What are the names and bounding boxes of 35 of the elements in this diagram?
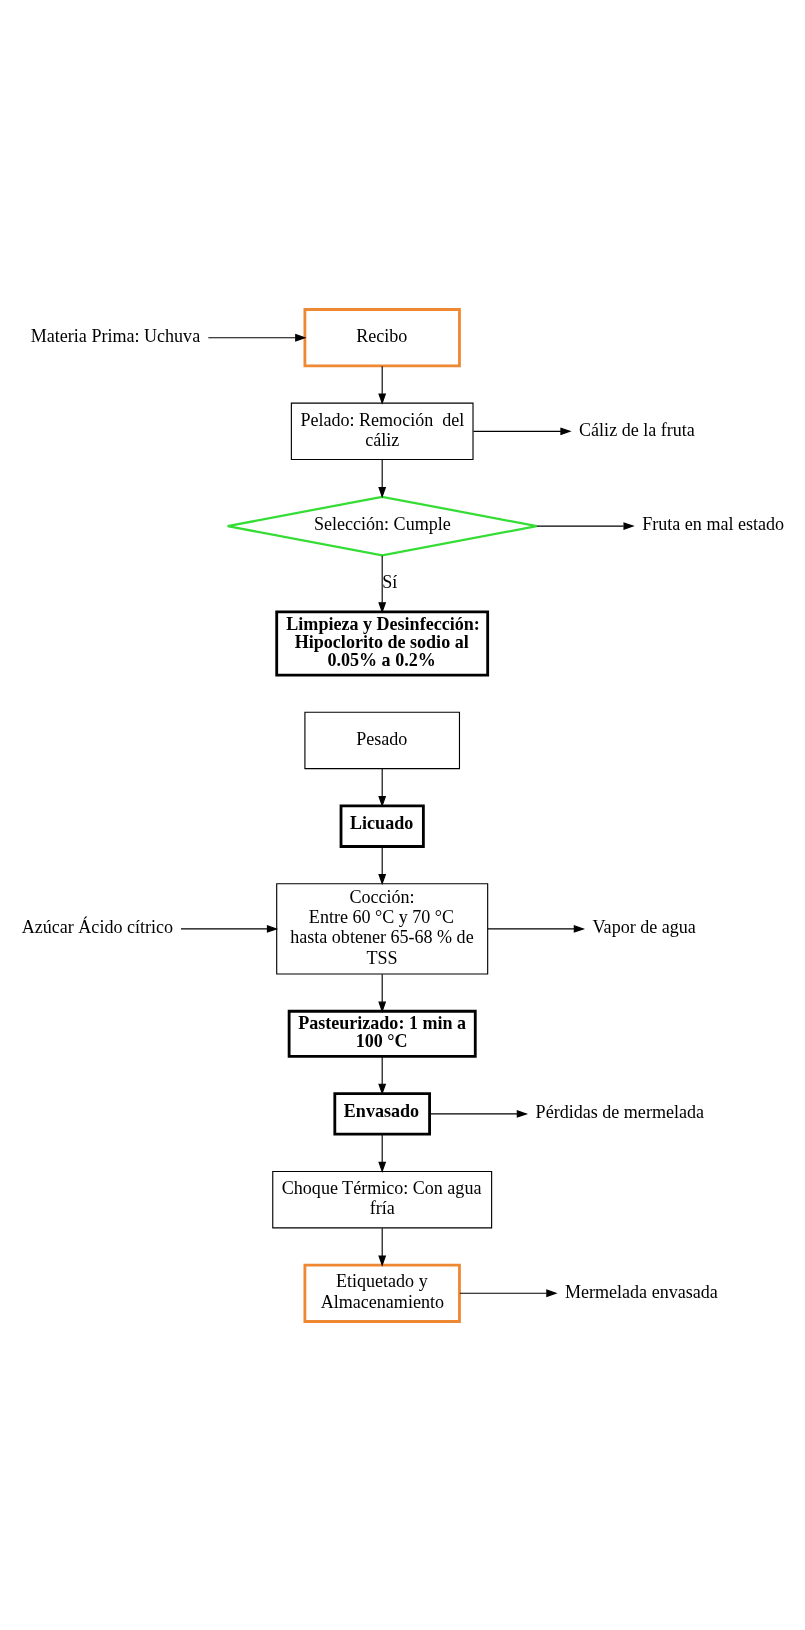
arrow [378,1133,387,1173]
node-text: Vapor de agua [592,916,696,937]
arrow [180,924,279,933]
node-diamond: Selección: Cumple [226,495,538,557]
arrow [378,845,387,885]
node-box: Cocción: Entre 60 °C y 70 °C hasta obtener 65-68 % de TSS [276,882,489,975]
arrow [378,767,387,807]
arrow [378,554,387,613]
node-box: Pelado: Remoción del cáliz [290,402,474,460]
arrow [536,521,635,530]
arrow [472,426,572,435]
arrow [378,365,387,405]
node-text: Pérdidas de mermelada [535,1101,704,1122]
arrow [378,973,387,1013]
node-box: Pasteurizado: 1 min a 100 °C [287,1009,477,1058]
node-text: Azúcar Ácido cítrico [21,916,174,937]
node-box: Choque Térmico: Con agua fría [272,1170,493,1228]
node-box: Pesado [304,711,461,769]
node-box: Etiquetado y Almacenamiento [303,1263,461,1323]
node-text: Fruta en mal estado [642,513,785,534]
node-box: Recibo [303,307,461,367]
arrow [487,924,586,933]
arrow [378,1055,387,1095]
node-box: Licuado [339,804,425,848]
arrow [459,1288,558,1297]
arrow [378,1227,387,1267]
arrow [429,1109,529,1118]
node-box: Limpieza y Desinfección: Hipoclorito de sodio al 0.05% a 0.2% [275,609,490,676]
arrow [207,333,307,342]
node-text: Mermelada envasada [564,1281,718,1302]
arrow [378,458,387,498]
node-box: Envasado [333,1091,431,1136]
edge-label: Sí [382,571,398,592]
node-text: Cáliz de la fruta [579,419,695,440]
node-text: Materia Prima: Uchuva [30,325,201,346]
